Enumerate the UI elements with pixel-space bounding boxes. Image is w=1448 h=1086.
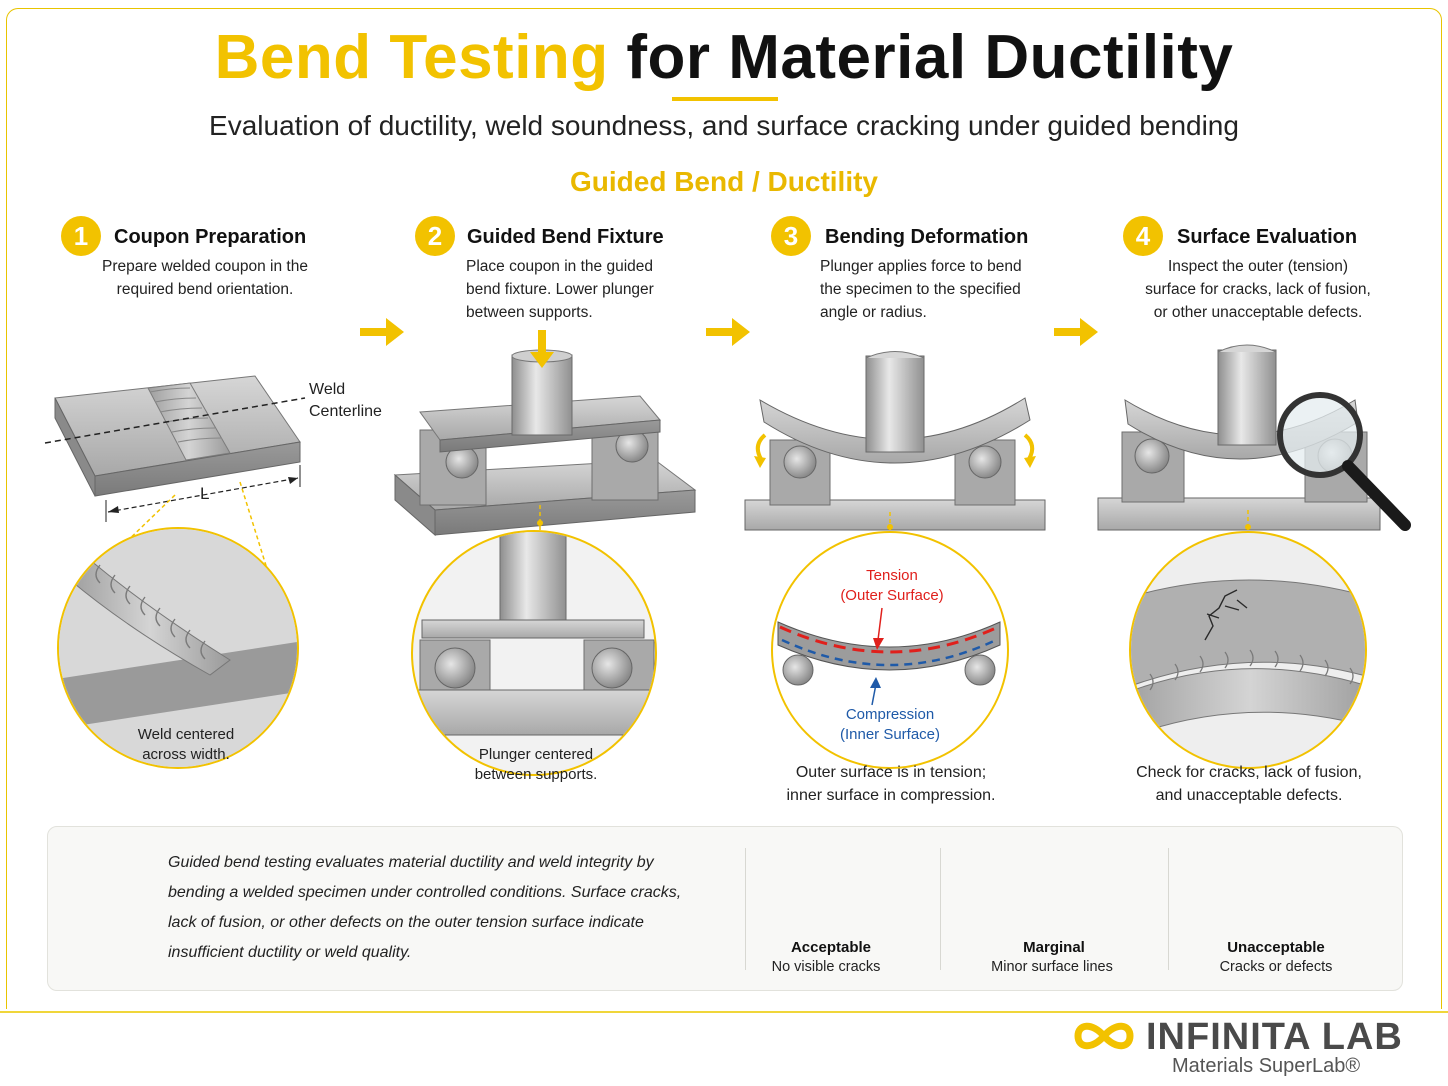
step-1-number: 1 bbox=[61, 216, 101, 256]
section-label: Guided Bend / Ductility bbox=[569, 166, 878, 197]
brand-name: INFINITA LAB bbox=[1146, 1016, 1403, 1058]
step-4-description: Inspect the outer (tension) surface for … bbox=[1145, 258, 1371, 321]
footer-rule bbox=[0, 1011, 1448, 1013]
surface-evaluation-illustration bbox=[1097, 344, 1411, 545]
step-3-number: 3 bbox=[771, 216, 811, 256]
brand-tagline: Materials SuperLab® bbox=[1172, 1055, 1361, 1077]
weld-centerline-label: Weld Centerline bbox=[309, 381, 382, 420]
rating-acceptable-title: Acceptable bbox=[790, 939, 872, 956]
guided-bend-fixture-illustration bbox=[393, 330, 697, 540]
step-4-number: 4 bbox=[1123, 216, 1163, 256]
subtitle: Evaluation of ductility, weld soundness,… bbox=[209, 110, 1239, 141]
rating-marginal-subtitle: Minor surface lines bbox=[991, 959, 1113, 975]
title-highlight: Bend Testing bbox=[214, 23, 609, 92]
title-rest: for Material Ductility bbox=[626, 23, 1234, 92]
crack-detail-magnifier bbox=[1129, 531, 1367, 769]
summary-panel bbox=[47, 826, 1403, 991]
rating-unacceptable-subtitle: Cracks or defects bbox=[1219, 959, 1333, 975]
rating-marginal-title: Marginal bbox=[1023, 939, 1085, 956]
step-1-title: Coupon Preparation bbox=[114, 226, 307, 248]
step-3-title: Bending Deformation bbox=[825, 226, 1029, 248]
weld-detail-magnifier bbox=[57, 527, 299, 769]
title-underline bbox=[672, 97, 778, 101]
step-4-caption: Check for cracks, lack of fusion, and un… bbox=[1136, 764, 1362, 804]
welded-coupon-illustration bbox=[44, 375, 306, 576]
bending-deformation-illustration bbox=[744, 351, 1046, 545]
rating-acceptable-subtitle: No visible cracks bbox=[771, 959, 881, 975]
step-2-caption: Plunger centered between supports. bbox=[474, 746, 598, 783]
flow-arrow-3 bbox=[1054, 318, 1098, 346]
step-2-description: Place coupon in the guided bend fixture.… bbox=[466, 258, 654, 321]
divider bbox=[745, 848, 746, 970]
rating-unacceptable-title: Unacceptable bbox=[1227, 939, 1325, 956]
flow-arrow-2 bbox=[706, 318, 750, 346]
flow-arrow-1 bbox=[360, 318, 404, 346]
step-3-caption: Outer surface is in tension; inner surfa… bbox=[786, 764, 996, 804]
compression-label: Compression (Inner Surface) bbox=[839, 706, 941, 743]
step-1-description: Prepare welded coupon in the required be… bbox=[102, 258, 308, 298]
magnifying-glass-icon bbox=[1277, 392, 1411, 531]
step-3-description: Plunger applies force to bend the specim… bbox=[820, 258, 1022, 321]
page-frame bbox=[6, 8, 1442, 1009]
divider bbox=[940, 848, 941, 970]
fixture-detail-magnifier bbox=[411, 530, 657, 776]
page-title: Bend Testing for Material Ductility bbox=[0, 22, 1448, 93]
step-2-number: 2 bbox=[415, 216, 455, 256]
step-2-title: Guided Bend Fixture bbox=[467, 226, 664, 248]
step-1-caption: Weld centered across width. bbox=[137, 726, 235, 763]
divider bbox=[1168, 848, 1169, 970]
step-4-title: Surface Evaluation bbox=[1177, 226, 1358, 248]
infinity-logo-icon bbox=[1074, 1022, 1134, 1050]
length-label: L bbox=[200, 484, 210, 503]
stress-detail-magnifier bbox=[771, 531, 1009, 769]
tension-label: Tension (Outer Surface) bbox=[840, 567, 944, 604]
summary-text: Guided bend testing evaluates material d… bbox=[168, 854, 682, 961]
